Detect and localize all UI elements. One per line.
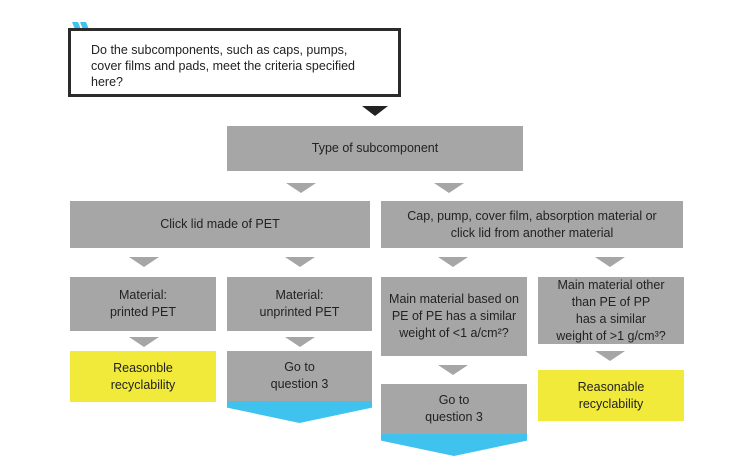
arrow-down-icon: [434, 183, 464, 193]
unprinted-pet-box: Material: unprinted PET: [227, 277, 372, 331]
other-material-box: Cap, pump, cover film, absorption materi…: [381, 201, 683, 248]
arrow-down-icon: [438, 257, 468, 267]
arrow-down-icon: [362, 106, 388, 116]
pp-criterion-box: Main material other than PE of PP has a …: [538, 277, 684, 344]
printed-pet-box: Material: printed PET: [70, 277, 216, 331]
arrow-down-icon: [285, 337, 315, 347]
arrow-down-icon: [129, 337, 159, 347]
arrow-down-icon: [595, 351, 625, 361]
pp-result-box: Reasonable recyclability: [538, 370, 684, 421]
type-of-subcomponent-box: Type of subcomponent: [227, 126, 523, 171]
pet-click-lid-box: Click lid made of PET: [70, 201, 370, 248]
question-box: Do the subcomponents, such as caps, pump…: [68, 28, 401, 97]
arrow-down-icon: [129, 257, 159, 267]
printed-pet-result-box: Reasonble recyclability: [70, 351, 216, 402]
arrow-down-icon: [438, 365, 468, 375]
question-text: Do the subcomponents, such as caps, pump…: [91, 43, 356, 89]
arrow-down-icon: [286, 183, 316, 193]
unprinted-pet-result-box: Go to question 3: [227, 351, 372, 401]
pe-criterion-box: Main material based on PE of PE has a si…: [381, 277, 527, 356]
pe-result-box: Go to question 3: [381, 384, 527, 434]
arrow-down-icon: [285, 257, 315, 267]
arrow-down-icon: [595, 257, 625, 267]
